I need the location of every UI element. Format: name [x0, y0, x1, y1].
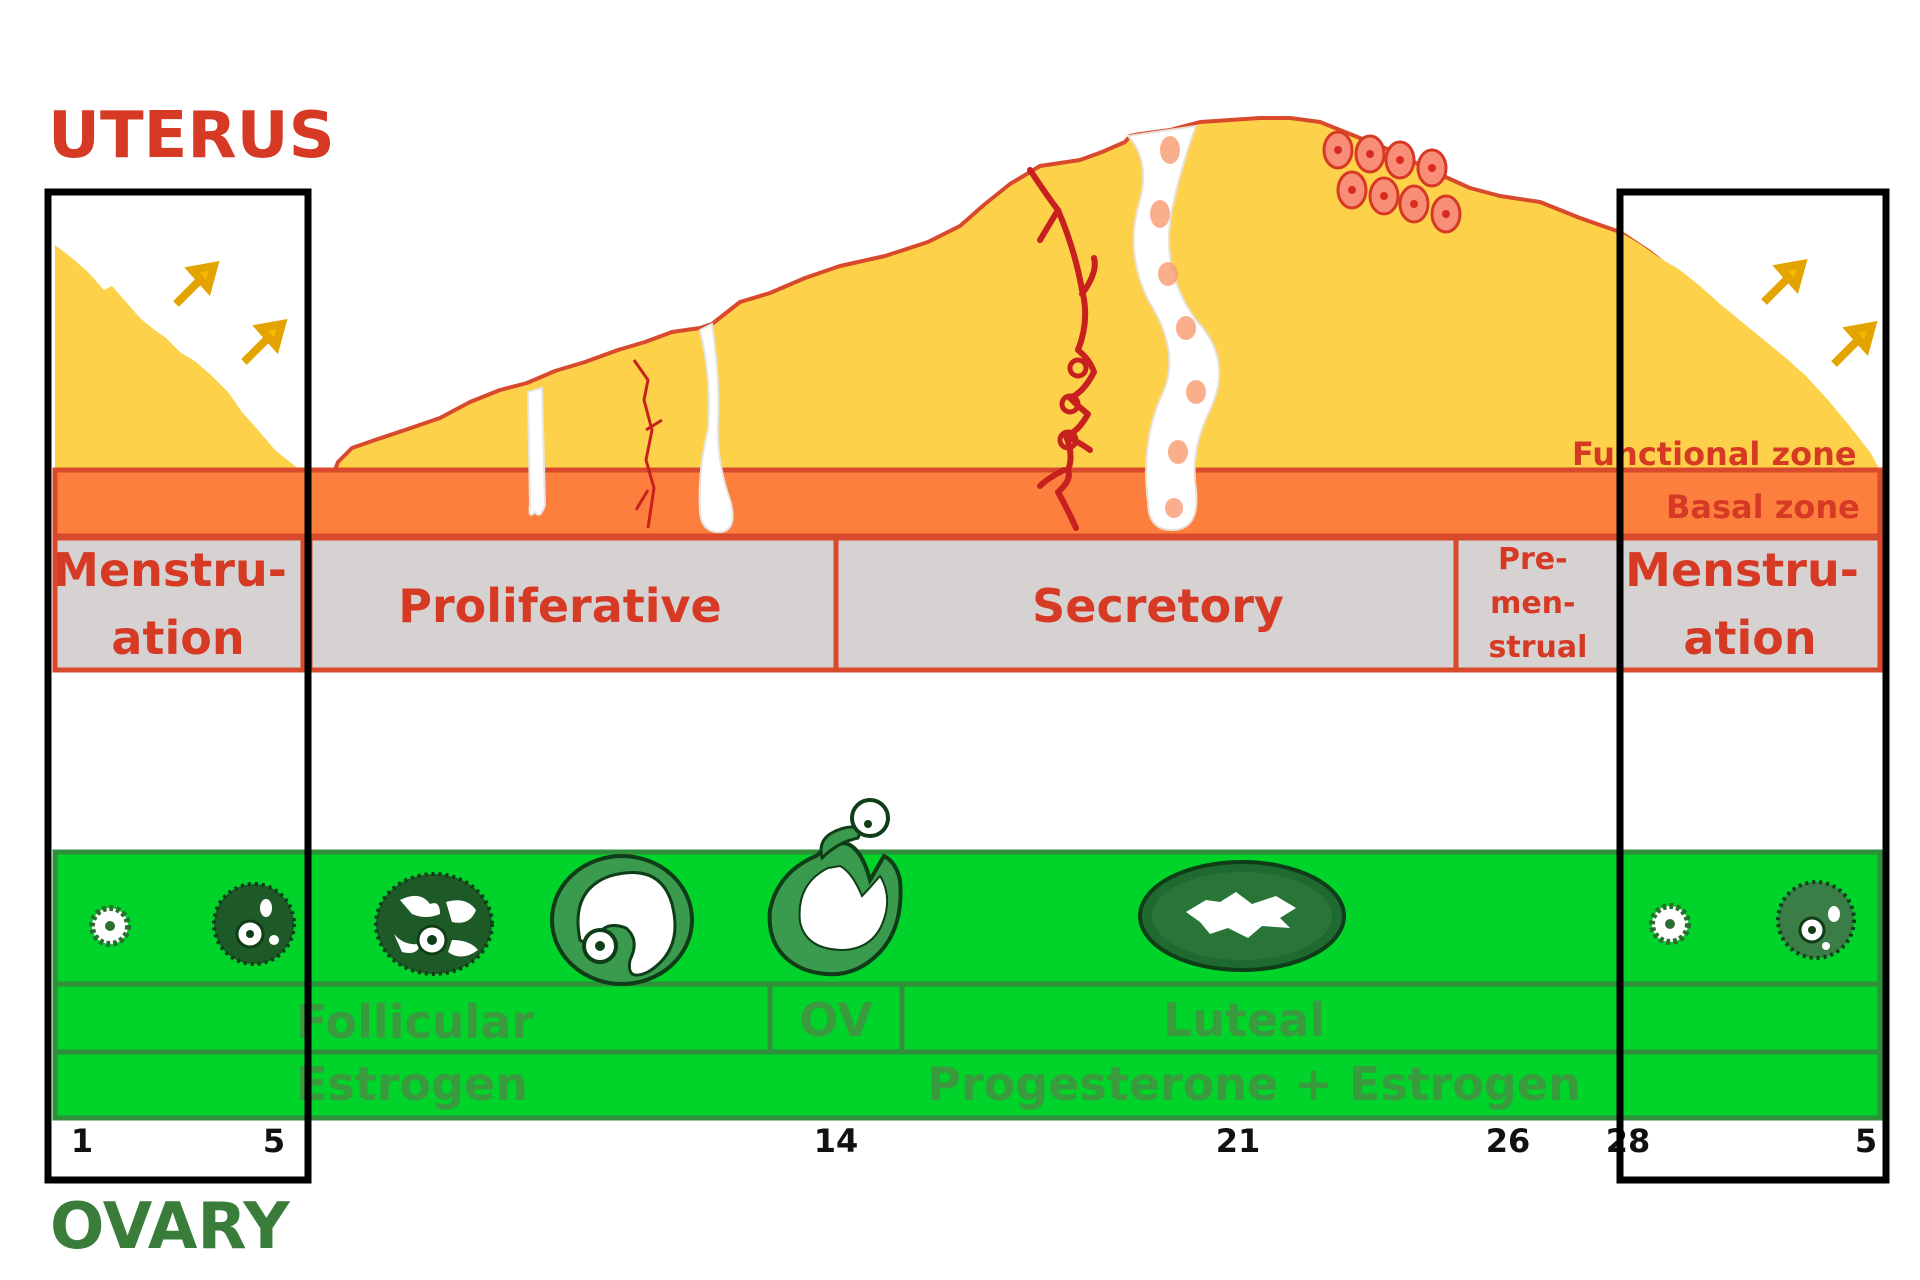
ovary-follicle-band [52, 849, 1883, 987]
corpus-luteum [1138, 860, 1346, 972]
day-label: 5 [263, 1122, 285, 1160]
primary-follicle-right [1776, 880, 1856, 960]
secretion-droplets [1150, 136, 1206, 518]
uterus-heading: UTERUS [48, 99, 335, 173]
ovary-heading: OVARY [50, 1190, 290, 1264]
functional-zone-left [55, 245, 300, 470]
phase-box-menstruation-right [1617, 535, 1883, 673]
shedding-arrows-right [1761, 258, 1878, 367]
endometrial-gland [526, 386, 547, 516]
antral-follicle [550, 854, 694, 986]
day-label: 26 [1486, 1122, 1531, 1160]
day-axis: 1 5 14 21 26 28 5 [71, 1122, 1877, 1160]
basal-zone-label: Basal zone [1666, 488, 1860, 526]
day-label: 14 [814, 1122, 859, 1160]
day-label: 21 [1216, 1122, 1261, 1160]
day-label: 5 [1855, 1122, 1877, 1160]
day-label: 1 [71, 1122, 93, 1160]
released-oocyte [850, 798, 890, 838]
phase-box-menstruation-left [52, 535, 306, 673]
spiral-coils [1057, 357, 1089, 451]
hormone-label-estrogen: Estrogen [296, 1057, 528, 1111]
ovary-phase-band [52, 981, 1883, 1055]
hormone-label-progesterone-estrogen: Progesterone + Estrogen [927, 1057, 1580, 1111]
menstruation-highlight-right [1616, 188, 1890, 1184]
phase-label-proliferative: Proliferative [398, 579, 721, 633]
day-label: 28 [1606, 1122, 1651, 1160]
ovary-phase-label-ovulation: OV [799, 993, 873, 1047]
phase-label-secretory: Secretory [1032, 579, 1284, 633]
phase-box-premenstrual [1453, 535, 1623, 673]
decidual-cell-nuclei [1334, 146, 1450, 218]
menstruation-highlight-left [44, 188, 312, 1184]
phase-box-secretory [833, 535, 1459, 673]
functional-zone-right [1620, 232, 1880, 470]
basal-zone-band [52, 467, 1883, 539]
secondary-follicle [374, 872, 494, 976]
endometrial-gland [698, 322, 734, 534]
ovary-phase-label-luteal: Luteal [1163, 993, 1325, 1047]
spiral-artery-small [632, 359, 663, 529]
ovary-phase-label-follicular: Follicular [296, 995, 534, 1049]
functional-zone-label: Functional zone [1572, 435, 1857, 473]
primary-follicle-left [212, 882, 296, 966]
ovary-hormone-band [52, 1049, 1883, 1121]
uterine-phase-row [52, 535, 1883, 673]
primordial-follicle-right [1649, 903, 1691, 945]
ovulating-follicle [767, 825, 903, 977]
primordial-follicle-left [89, 905, 131, 947]
phase-box-proliferative [307, 535, 839, 673]
phase-label-premenstrual: Pre- men- strual [1489, 542, 1588, 665]
phase-label-menstruation-right: Menstru- ation [1625, 543, 1875, 665]
phase-label-menstruation-left: Menstru- ation [53, 543, 303, 665]
shedding-arrows-left [173, 260, 288, 365]
